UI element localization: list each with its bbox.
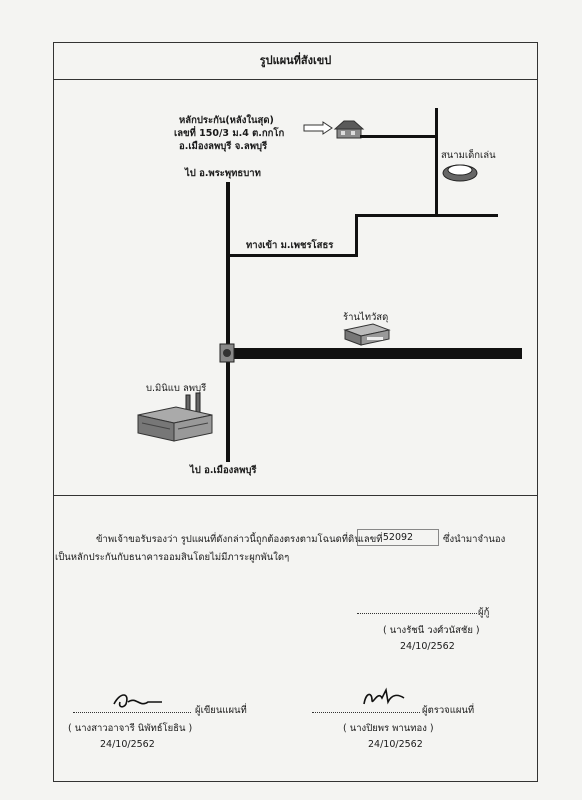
certification-line1-prefix: ข้าพเจ้าขอรับรองว่า รูปแผนที่ดังกล่าวนี้…: [96, 534, 383, 545]
arrow-right-icon: [303, 121, 333, 135]
collateral-label-2: เลขที่ 150/3 ม.4 ต.กกโก: [174, 128, 285, 139]
road-main-horizontal: [230, 348, 522, 359]
drawer-date: 24/10/2562: [100, 739, 155, 750]
to-phraphutthabat-label: ไป อ.พระพุทธบาท: [185, 168, 261, 179]
borrower-signature-line: [357, 613, 477, 614]
borrower-date: 24/10/2562: [400, 641, 455, 652]
road-main-vertical: [226, 182, 230, 462]
checker-name: ( นางปิยพร พานทอง ): [343, 723, 434, 734]
store-building-icon: [343, 323, 391, 346]
playground-icon: [442, 164, 478, 182]
village-entrance-label: ทางเข้า ม.เพชรโสธร: [246, 240, 334, 251]
page-title: รูปแผนที่สังเขป: [259, 54, 332, 67]
drawer-role: ผู้เขียนแผนที่: [195, 705, 247, 716]
to-mueang-lopburi-label: ไป อ.เมืองลพบุรี: [190, 465, 257, 476]
road-upper-right: [355, 214, 498, 217]
certification-line2: เป็นหลักประกันกับธนาคารออมสินโดยไม่มีภาร…: [55, 552, 290, 563]
collateral-label-3: อ.เมืองลพบุรี จ.ลพบุรี: [179, 141, 268, 152]
borrower-role: ผู้กู้: [478, 607, 490, 618]
hardware-store-label: ร้านไทวัสดุ: [343, 312, 389, 323]
checker-date: 24/10/2562: [368, 739, 423, 750]
factory-building-icon: [137, 392, 213, 442]
playground-label: สนามเด็กเล่น: [441, 150, 496, 161]
drawer-signature-line: [73, 712, 191, 713]
deed-number: 52092: [357, 529, 439, 546]
drawer-name: ( นางสาวอาจารี นิพัทธ์โยธิน ): [68, 723, 193, 734]
house-icon: [333, 120, 365, 139]
document-frame: [53, 42, 538, 782]
certification-line1-suffix: ซึ่งนำมาจำนอง: [443, 534, 506, 545]
section-divider: [53, 495, 538, 496]
title-row: รูปแผนที่สังเขป: [53, 42, 538, 80]
collateral-label-1: หลักประกัน(หลังในสุด): [179, 115, 274, 126]
checker-signature-line: [312, 712, 420, 713]
checker-role: ผู้ตรวจแผนที่: [422, 705, 475, 716]
road-top: [360, 135, 437, 138]
drawer-handwritten-signature: [113, 694, 162, 708]
minebea-label: บ.มินิแบ ลพบุรี: [146, 383, 207, 394]
traffic-light-icon: [219, 343, 235, 363]
road-step: [355, 214, 358, 256]
borrower-name: ( นางรัชนี วงศ์วนัสชัย ): [383, 625, 480, 636]
road-village-entrance: [228, 254, 358, 257]
checker-handwritten-signature: [363, 687, 405, 705]
road-playground-vertical: [435, 108, 438, 216]
